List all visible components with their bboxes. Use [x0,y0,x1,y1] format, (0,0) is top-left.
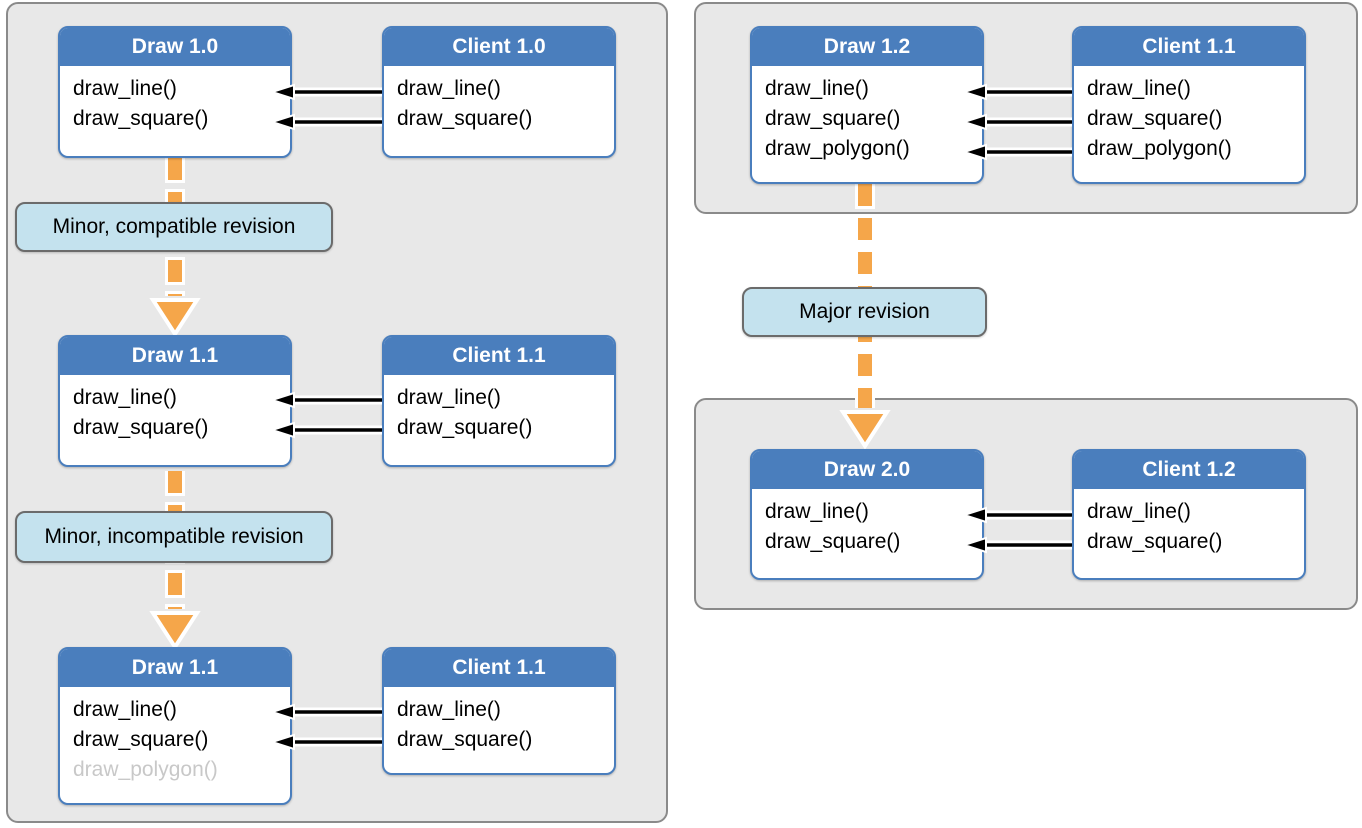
method-item: draw_line() [1087,500,1191,523]
revision-label-text: Minor, compatible revision [52,215,296,238]
box-title: Client 1.1 [384,649,614,687]
call-arrow [268,113,382,131]
box-title: Draw 1.1 [60,337,290,375]
call-arrowhead-icon [268,83,295,101]
box-title: Client 1.0 [384,28,614,66]
box-title: Draw 1.1 [60,649,290,687]
box-body: draw_line() draw_square() [60,66,290,134]
box-title: Draw 2.0 [752,451,982,489]
method-item: draw_polygon() [765,137,910,160]
revision-arrowhead-icon [149,611,201,651]
call-arrowhead-icon [268,113,295,131]
minor-revision-panel: Draw 1.0 draw_line() draw_square() Clien… [6,2,668,823]
call-arrowhead-icon [960,506,987,524]
call-arrow [268,83,382,101]
method-item: draw_line() [765,77,869,100]
method-item: draw_line() [765,500,869,523]
box-body: draw_line() draw_square() draw_polygon() [752,66,982,164]
call-arrow [960,113,1072,131]
call-arrowhead-icon [268,421,295,439]
library-box-draw-1-1-incompatible: Draw 1.1 draw_line() draw_square() draw_… [58,647,292,805]
revision-arrowhead-icon [149,298,201,338]
method-item: draw_line() [73,698,177,721]
call-arrow [268,733,382,751]
major-revision-source-panel: Draw 1.2 draw_line() draw_square() draw_… [694,2,1358,214]
method-item: draw_line() [397,698,501,721]
method-item: draw_square() [1087,107,1223,130]
revision-label-major: Major revision [742,287,987,337]
call-arrow [268,421,382,439]
client-box-client-1-1-right: Client 1.1 draw_line() draw_square() dra… [1072,26,1306,184]
call-arrowhead-icon [960,536,987,554]
method-item: draw_square() [73,728,209,751]
call-arrowhead-icon [960,83,987,101]
box-title: Client 1.2 [1074,451,1304,489]
major-revision-result-panel: Draw 2.0 draw_line() draw_square() Clien… [694,398,1358,610]
box-title: Client 1.1 [384,337,614,375]
method-item: draw_square() [1087,530,1223,553]
call-arrow [268,703,382,721]
revision-arrowhead-icon [839,410,891,450]
revision-label-text: Minor, incompatible revision [44,525,304,548]
method-item: draw_square() [397,728,533,751]
box-body: draw_line() draw_square() [384,375,614,443]
box-body: draw_line() draw_square() draw_polygon() [1074,66,1304,164]
method-item: draw_square() [73,107,209,130]
box-body: draw_line() draw_square() [1074,489,1304,557]
box-title: Draw 1.0 [60,28,290,66]
library-box-draw-1-1: Draw 1.1 draw_line() draw_square() [58,335,292,467]
method-item: draw_square() [765,107,901,130]
call-arrow [960,536,1072,554]
call-arrow [960,143,1072,161]
method-item: draw_line() [73,77,177,100]
method-item: draw_line() [73,386,177,409]
method-item: draw_square() [397,416,533,439]
method-item: draw_line() [397,386,501,409]
library-box-draw-2-0: Draw 2.0 draw_line() draw_square() [750,449,984,580]
library-box-draw-1-0: Draw 1.0 draw_line() draw_square() [58,26,292,158]
box-body: draw_line() draw_square() [60,375,290,443]
box-body: draw_line() draw_square() [384,687,614,755]
call-arrowhead-icon [960,143,987,161]
method-item: draw_polygon() [1087,137,1232,160]
call-arrowhead-icon [960,113,987,131]
client-box-client-1-2: Client 1.2 draw_line() draw_square() [1072,449,1306,580]
client-box-client-1-1: Client 1.1 draw_line() draw_square() [382,335,616,467]
library-box-draw-1-2: Draw 1.2 draw_line() draw_square() draw_… [750,26,984,184]
client-box-client-1-1-bottom: Client 1.1 draw_line() draw_square() [382,647,616,775]
call-arrow [268,391,382,409]
client-box-client-1-0: Client 1.0 draw_line() draw_square() [382,26,616,158]
method-item: draw_square() [765,530,901,553]
box-body: draw_line() draw_square() [752,489,982,557]
call-arrow [960,506,1072,524]
call-arrowhead-icon [268,703,295,721]
call-arrow [960,83,1072,101]
revision-label-minor-incompatible: Minor, incompatible revision [15,511,333,563]
revision-label-text: Major revision [799,300,930,323]
method-item-removed: draw_polygon() [73,758,218,781]
call-arrowhead-icon [268,391,295,409]
call-arrowhead-icon [268,733,295,751]
box-body: draw_line() draw_square() [384,66,614,134]
box-title: Client 1.1 [1074,28,1304,66]
method-item: draw_square() [397,107,533,130]
method-item: draw_line() [397,77,501,100]
box-body: draw_line() draw_square() draw_polygon() [60,687,290,785]
method-item: draw_line() [1087,77,1191,100]
box-title: Draw 1.2 [752,28,982,66]
revision-label-minor-compatible: Minor, compatible revision [15,202,333,252]
method-item: draw_square() [73,416,209,439]
